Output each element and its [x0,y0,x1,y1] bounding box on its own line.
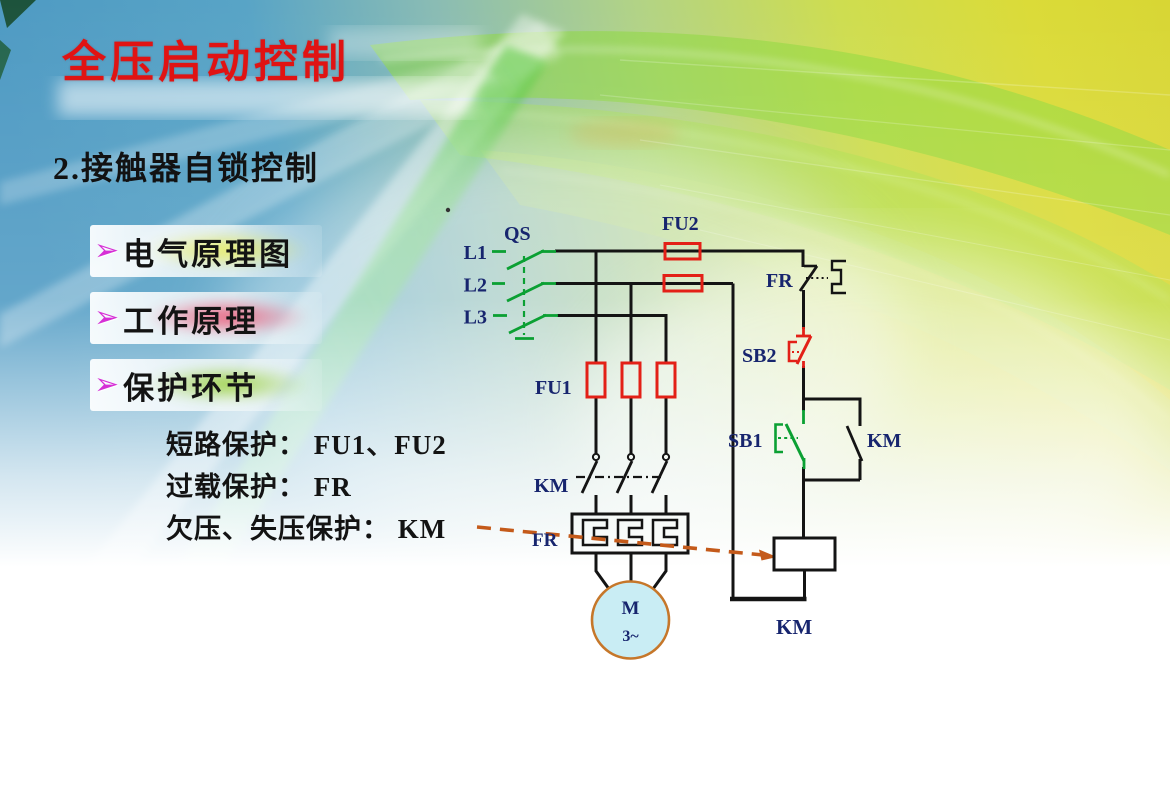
protection-line-undervoltage: 欠压、失压保护： KM [166,514,447,544]
arrow-bullet-icon: ➢ [94,234,120,267]
bullet-glow [146,299,308,335]
bullet-item-principle: ➢ 工作原理 [90,292,322,344]
bullet-glow [146,232,308,268]
bullet-label: 保护环节 [123,370,260,406]
protection-line-short-circuit: 短路保护： FU1、FU2 [166,430,447,460]
bullet-item-schematic: ➢ 电气原理图 [90,225,322,277]
bullet-glow [146,366,308,402]
arrow-bullet-icon: ➢ [94,301,120,334]
bullet-label: 工作原理 [123,303,260,339]
arrow-bullet-icon: ➢ [94,368,120,401]
page-title: 全压启动控制 [62,38,350,87]
protection-line-overload: 过载保护： FR [166,472,352,502]
bullet-label: 电气原理图 [123,236,294,272]
section-subtitle: 2.接触器自锁控制 [53,150,320,186]
bullet-item-protection: ➢ 保护环节 [90,359,322,411]
protection-list: 短路保护： FU1、FU2 过载保护： FR 欠压、失压保护： KM [166,424,447,550]
